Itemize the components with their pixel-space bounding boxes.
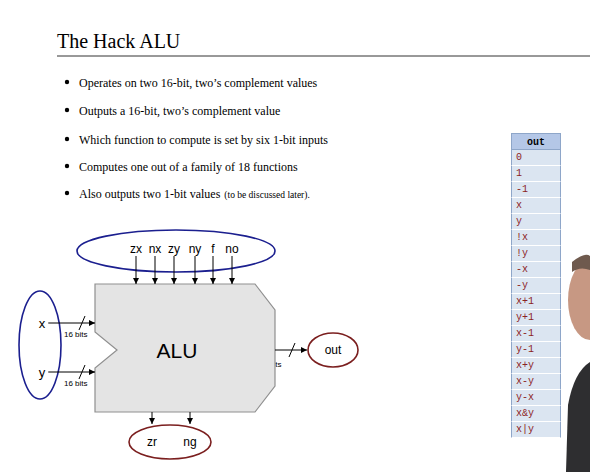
bullet-dot [65,164,69,168]
signal-bundle [275,350,307,351]
alu-chip: ALU [95,284,275,412]
bullet-note: (to be discussed later). [224,190,309,200]
signal-arrow [195,256,196,284]
table-cell: -1 [511,182,561,198]
bus-width: 16 bits [64,379,88,388]
bullet-dot [65,137,69,141]
pin-name: ng [183,436,196,448]
presenter-shirt [566,362,590,472]
signal-bundle [48,323,95,372]
table-cell: x+y [511,358,561,374]
table-cell: y-x [511,390,561,406]
presenter-hair [572,255,590,272]
signal-arrow [275,350,307,351]
table-cell: 0 [511,150,561,166]
signal-arrow [152,412,153,424]
table-cell: -y [511,278,561,294]
pin-name: no [225,243,238,255]
slide-title: The Hack ALU [57,30,180,53]
pin-name: ny [189,243,202,255]
alu-body [95,284,275,412]
table-cell: x-y [511,374,561,390]
bullet-dot [65,191,69,195]
node-outline [128,424,212,460]
table-cell: x+1 [511,294,561,310]
signal-arrow [48,323,95,324]
table-cell: y [511,214,561,230]
table-cell: x&y [511,406,561,422]
bullet-text: Which function to compute is set by six … [79,133,328,148]
table-cell: x|y [511,422,561,438]
signal-arrow [190,412,191,424]
node-outline [18,290,62,400]
group-ellipse [308,333,358,367]
title-rule [57,56,590,57]
group-ellipse [19,291,61,399]
signal-bundle [152,412,190,424]
status-flags-group: zr ng [128,424,212,460]
bus-slash [79,365,85,379]
table-cell: y-1 [511,342,561,358]
bullet-text: Operates on two 16-bit, two’s complement… [79,76,317,91]
table-cell: -x [511,262,561,278]
bullet-dot [65,80,69,84]
signal-arrow [48,372,95,373]
pin-name: zy [168,243,180,255]
pin-name: zx [130,243,142,255]
pin-name: nx [149,243,162,255]
pin-name: x [39,317,46,330]
bus-slash [79,316,85,330]
bullet-text: Also outputs two 1-bit values [79,187,220,202]
group-ellipse [129,425,211,459]
bullet-dot [65,108,69,112]
data-inputs-group: xy [18,290,62,400]
group-ellipse [77,230,275,272]
table-cell: y+1 [511,310,561,326]
table-cell: 1 [511,166,561,182]
output-group: out [307,332,359,368]
control-bits-group: zxnxzynyfno [76,229,276,273]
table-cell: x [511,198,561,214]
pin-name: zr [147,436,157,448]
table-cell: x-1 [511,326,561,342]
bullet-text: Outputs a 16-bit, two’s complement value [79,104,280,119]
chip-label: ALU [157,340,198,361]
table-cell: !y [511,246,561,262]
table-header: out [511,133,561,150]
signal-arrow [232,256,233,284]
signal-arrow [174,256,175,284]
table-cell: !x [511,230,561,246]
bullet-text: Computes one out of a family of 18 funct… [79,160,298,175]
presenter-head [568,260,590,340]
signal-arrow [155,256,156,284]
bus-width: 16 bits [64,330,88,339]
pin-name: f [211,243,214,255]
pin-name: y [39,366,46,379]
pin-name: out [325,344,342,356]
bus-slash [289,343,295,357]
